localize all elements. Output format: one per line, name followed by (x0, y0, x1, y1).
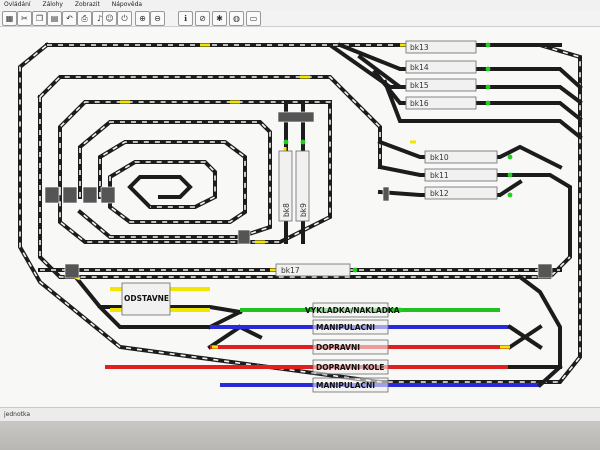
block-label-bk15: bk15 (410, 81, 429, 90)
zoom-in-icon[interactable]: ⊕ (135, 11, 150, 26)
power-icon[interactable]: ⏻ (117, 11, 132, 26)
block-label-bk11: bk11 (430, 171, 449, 180)
menu-item-view[interactable]: Zobrazit (74, 1, 100, 8)
third-track-loop (58, 100, 332, 244)
block-bk15[interactable]: bk15 (405, 78, 477, 92)
app-window: Ovládání Zálohy Zobrazit Nápověda ▦ ✂ ❐ … (0, 0, 600, 421)
block-bk12[interactable]: bk12 (424, 186, 498, 200)
grid-icon[interactable]: ▦ (2, 11, 17, 26)
siding-odstavne[interactable]: ODSTAVNE (121, 282, 171, 316)
block-bk17[interactable]: bk17 (275, 263, 351, 277)
siding-dopravni[interactable]: DOPRAVNI (312, 339, 389, 355)
siding-label-manipulacni-2: MANIPULACNI (316, 381, 375, 390)
siding-label-dopravni: DOPRAVNI (316, 343, 360, 352)
zoom-out-icon[interactable]: ⊖ (150, 11, 165, 26)
turnout-markers (44, 111, 553, 279)
spiral-track (77, 120, 272, 239)
menu-item-backups[interactable]: Zálohy (42, 1, 63, 8)
block-label-bk10: bk10 (430, 153, 449, 162)
track-diagram: .t{fill:none;stroke:#1c1c1c;stroke-width… (18, 40, 583, 393)
siding-label-vykladka: VYKLADKA/NAKLADKA (305, 306, 400, 315)
cut-icon[interactable]: ✂ (17, 11, 32, 26)
block-bk11[interactable]: bk11 (424, 168, 498, 182)
block-bk16[interactable]: bk16 (405, 96, 477, 110)
signals (283, 42, 513, 313)
block-bk13[interactable]: bk13 (405, 40, 477, 54)
siding-manipulacni-2[interactable]: MANIPULACNI (312, 377, 389, 393)
desk-surface (0, 421, 600, 450)
siding-label-manipulacni-1: MANIPULACNI (316, 323, 375, 332)
file-icon[interactable]: ▭ (246, 11, 261, 26)
user-icon[interactable]: ☺ (102, 11, 117, 26)
siding-vykladka[interactable]: VYKLADKA/NAKLADKA (305, 302, 400, 318)
block-label-bk12: bk12 (430, 189, 449, 198)
menu-item-help[interactable]: Nápověda (111, 1, 143, 8)
status-bar: jednotka (0, 407, 600, 421)
siding-label-odstavne: ODSTAVNE (124, 294, 169, 303)
block-label-bk17: bk17 (281, 266, 300, 275)
info-icon[interactable]: ℹ (178, 11, 193, 26)
print-icon[interactable]: ⎙ (77, 11, 92, 26)
block-label-bk8: bk8 (282, 203, 291, 217)
block-label-bk9: bk9 (299, 203, 308, 217)
block-bk9[interactable]: bk9 (295, 150, 310, 222)
status-text: jednotka (4, 411, 31, 418)
menu-bar: Ovládání Zálohy Zobrazit Nápověda (0, 0, 600, 10)
siding-label-dopravni-kole: DOPRAVNI KOLE (316, 363, 384, 372)
toolbar: ▦ ✂ ❐ ▤ ↶ ⎙ ♪ ☺ ⏻ ⊕ ⊖ ℹ ⊘ ✱ ◍ ▭ (0, 10, 600, 27)
block-bk10[interactable]: bk10 (424, 150, 498, 164)
track-layout-canvas[interactable]: .t{fill:none;stroke:#1c1c1c;stroke-width… (0, 27, 600, 407)
siding-exit-tracks (507, 324, 563, 388)
undo-icon[interactable]: ↶ (62, 11, 77, 26)
copy-icon[interactable]: ❐ (32, 11, 47, 26)
globe-icon[interactable]: ◍ (229, 11, 244, 26)
siding-dopravni-kole[interactable]: DOPRAVNI KOLE (312, 359, 389, 375)
bug-icon[interactable]: ✱ (212, 11, 227, 26)
block-label-bk13: bk13 (410, 43, 429, 52)
block-label-bk14: bk14 (410, 63, 429, 72)
paste-icon[interactable]: ▤ (47, 11, 62, 26)
stop-icon[interactable]: ⊘ (195, 11, 210, 26)
block-bk8[interactable]: bk8 (278, 150, 293, 222)
siding-manipulacni-1[interactable]: MANIPULACNI (312, 319, 389, 335)
menu-item-control[interactable]: Ovládání (4, 1, 31, 8)
block-label-bk16: bk16 (410, 99, 429, 108)
block-bk14[interactable]: bk14 (405, 60, 477, 74)
